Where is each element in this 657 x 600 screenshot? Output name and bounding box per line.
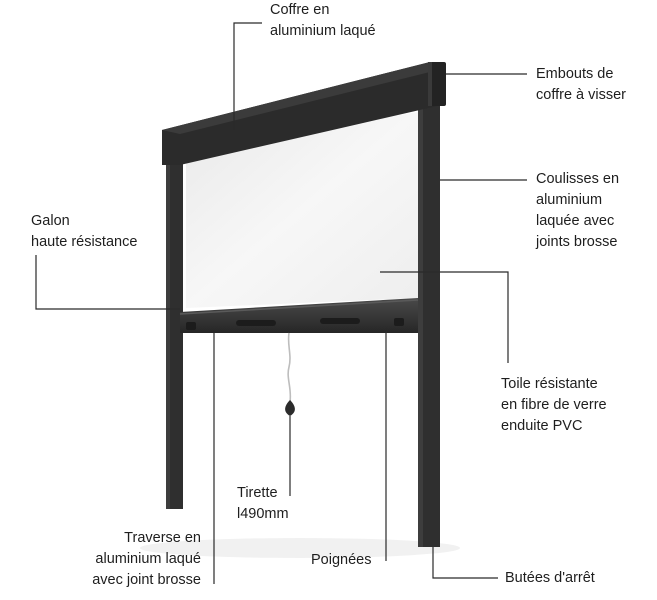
top-cassette [162,62,446,165]
leader-coffre [233,22,262,130]
handle-right [320,318,360,324]
end-cap [428,62,446,106]
handle-left [236,320,276,326]
mesh-screen [186,112,418,308]
label-traverse: Traverse en aluminium laqué avec joint b… [92,530,201,588]
leader-toile [380,271,509,363]
pull-cord [287,332,292,403]
left-rail [166,157,183,509]
label-coffre: Coffre en aluminium laqué [270,2,376,39]
pull-knob [285,400,295,416]
label-coulisses: Coulisses en aluminium laquée avec joint… [536,171,620,250]
leader-galon [35,255,180,310]
leader-butees [432,547,498,579]
label-galon: Galon haute résistance [31,213,138,250]
floor-shadow [140,538,460,558]
label-embouts: Embouts de coffre à visser [536,66,626,103]
right-rail [418,104,440,547]
label-toile: Toile résistante en fibre de verre endui… [501,376,607,434]
leader-lines [35,22,527,584]
label-butees: Butées d'arrêt [505,570,595,586]
label-poignees: Poignées [311,552,372,568]
label-tirette: Tirette l490mm [237,485,289,522]
